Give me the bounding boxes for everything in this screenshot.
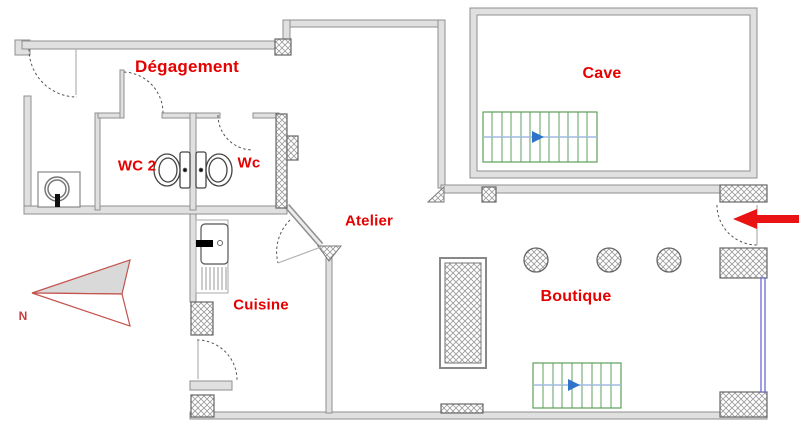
column-icon: [596, 247, 622, 273]
entrance-arrow-icon: [733, 209, 799, 229]
wall: [119, 69, 125, 119]
toilets: [153, 151, 233, 189]
wall: [437, 19, 446, 189]
pier: [440, 403, 484, 414]
toilet-dot: [182, 167, 188, 173]
wall: [252, 112, 280, 119]
window-line: [760, 277, 766, 393]
door-swings: [28, 48, 758, 381]
wall: [189, 380, 233, 391]
pier: [190, 301, 214, 336]
stairs-direction-arrow: [568, 379, 580, 391]
toilet-dot: [198, 167, 204, 173]
door-arc: [28, 48, 78, 98]
room-label-boutique: Boutique: [540, 288, 612, 305]
walls-left-block: [14, 39, 288, 215]
columns: [523, 247, 682, 273]
toilet-bowl: [208, 157, 228, 183]
pier: [274, 38, 292, 56]
wall: [189, 112, 197, 211]
stairs-boutique-icon: [532, 362, 622, 409]
cave-floor: [476, 14, 751, 172]
room-label-wc: Wc: [237, 154, 261, 172]
walls-atelier: [282, 19, 446, 189]
basin-icon: [37, 171, 81, 208]
stairs-direction-arrow: [532, 131, 544, 143]
pier: [719, 247, 768, 279]
kitchen-sink-icon: [195, 219, 229, 294]
pier: [190, 394, 215, 418]
room-label-wc2: WC 2: [117, 157, 157, 175]
pier: [481, 186, 497, 203]
pier: [719, 391, 768, 418]
hatched-wall: [275, 113, 288, 209]
wall: [23, 95, 32, 215]
room-label-cave: Cave: [582, 65, 622, 82]
door-arc: [217, 114, 254, 151]
wall: [21, 40, 284, 50]
room-label-atelier: Atelier: [344, 212, 394, 230]
door-arc: [716, 204, 758, 246]
basin-tap: [55, 194, 60, 207]
wall-end-triangle: [317, 245, 343, 262]
wall: [325, 252, 333, 414]
pier: [286, 135, 299, 161]
door-arc: [276, 219, 291, 264]
wall: [94, 112, 101, 211]
wall: [189, 213, 197, 303]
door-arc: [196, 339, 238, 381]
stairs-cave-icon: [482, 111, 598, 163]
hatched-piers: [190, 38, 768, 418]
wall: [97, 112, 123, 119]
sink-tap: [196, 240, 213, 247]
north-label: N: [18, 309, 28, 323]
north-arrow-icon: [31, 259, 131, 327]
pier: [719, 184, 768, 203]
diagonal-wall: [284, 204, 324, 247]
door-leaf: [277, 246, 322, 264]
room-label-degagement: Dégagement: [134, 57, 240, 76]
door-arc: [123, 71, 164, 114]
toilet-bowl: [158, 157, 178, 183]
hatched-structure: [439, 257, 487, 369]
column-icon: [523, 247, 549, 273]
column-icon: [656, 247, 682, 273]
room-label-cuisine: Cuisine: [233, 296, 289, 314]
wall: [282, 19, 446, 28]
wall-end-triangle: [426, 185, 445, 203]
